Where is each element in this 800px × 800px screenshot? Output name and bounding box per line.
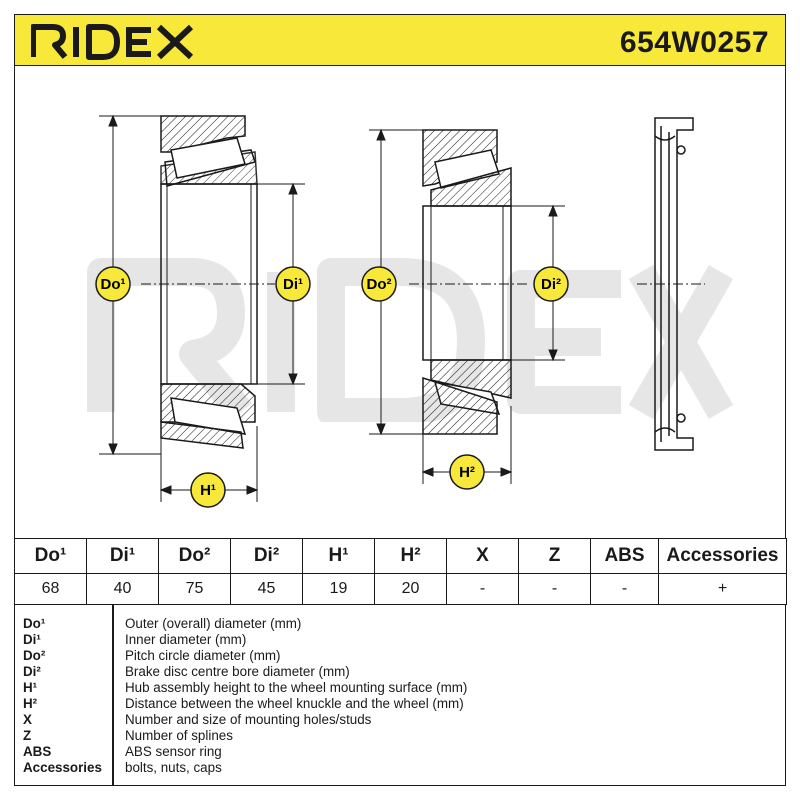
badge-di2: Di² — [533, 266, 569, 302]
spec-table: Do¹ Di¹ Do² Di² H¹ H² X Z ABS Accessorie… — [14, 538, 787, 605]
spec-header: Di² — [230, 538, 303, 574]
legend-desc: ABS sensor ring — [125, 744, 222, 759]
legend-item: ABS ABS sensor ring — [15, 744, 787, 760]
badge-do1-label: Do¹ — [101, 276, 126, 293]
seal-section — [637, 117, 705, 451]
legend-key: ABS — [23, 744, 52, 759]
badge-h2: H² — [449, 454, 485, 490]
legend-key: H² — [23, 696, 38, 711]
spec-value: - — [446, 573, 519, 605]
badge-h1: H¹ — [190, 472, 226, 508]
technical-drawing: Do¹ Di¹ H¹ Do² Di² H² — [14, 66, 786, 538]
spec-value: 40 — [86, 573, 159, 605]
spec-header: Accessories — [658, 538, 787, 574]
spec-value: 75 — [158, 573, 231, 605]
legend-item: Di² Brake disc centre bore diameter (mm) — [15, 664, 787, 680]
dimension-h1 — [159, 426, 259, 502]
bearing-1-section — [160, 115, 258, 449]
legend-desc: Number of splines — [125, 728, 233, 743]
spec-value: 45 — [230, 573, 303, 605]
legend-desc: Distance between the wheel knuckle and t… — [125, 696, 464, 711]
badge-di2-label: Di² — [541, 276, 561, 293]
legend-desc: Outer (overall) diameter (mm) — [125, 616, 302, 631]
legend-key: Do¹ — [23, 616, 46, 631]
part-number: 654W0257 — [619, 26, 769, 59]
spec-header: Z — [518, 538, 591, 574]
legend-item: Di¹ Inner diameter (mm) — [15, 632, 787, 648]
badge-do2-label: Do² — [367, 276, 392, 293]
spec-header: H² — [374, 538, 447, 574]
spec-header: Do² — [158, 538, 231, 574]
legend-key: H¹ — [23, 680, 38, 695]
legend: Do¹ Outer (overall) diameter (mm) Di¹ In… — [14, 604, 786, 786]
badge-di1-label: Di¹ — [283, 276, 303, 293]
spec-header: H¹ — [302, 538, 375, 574]
legend-item: X Number and size of mounting holes/stud… — [15, 712, 787, 728]
spec-header: X — [446, 538, 519, 574]
badge-do1: Do¹ — [95, 266, 131, 302]
header-bar: 654W0257 — [14, 14, 786, 66]
legend-desc: Hub assembly height to the wheel mountin… — [125, 680, 468, 695]
legend-desc: Brake disc centre bore diameter (mm) — [125, 664, 350, 679]
legend-item: Do² Pitch circle diameter (mm) — [15, 648, 787, 664]
legend-key: Do² — [23, 648, 46, 663]
legend-item: H¹ Hub assembly height to the wheel moun… — [15, 680, 787, 696]
spec-value: 68 — [14, 573, 87, 605]
legend-desc: bolts, nuts, caps — [125, 760, 222, 775]
spec-table-header-row: Do¹ Di¹ Do² Di² H¹ H² X Z ABS Accessorie… — [14, 538, 787, 574]
spec-header: Di¹ — [86, 538, 159, 574]
badge-h2-label: H² — [459, 464, 475, 481]
legend-divider — [112, 605, 114, 785]
bearing-2-section — [422, 129, 512, 435]
legend-item: H² Distance between the wheel knuckle an… — [15, 696, 787, 712]
legend-desc: Pitch circle diameter (mm) — [125, 648, 281, 663]
legend-key: Di² — [23, 664, 41, 679]
badge-h1-label: H¹ — [200, 482, 216, 499]
legend-key: Di¹ — [23, 632, 41, 647]
spec-header: ABS — [590, 538, 659, 574]
spec-value: 19 — [302, 573, 375, 605]
ridex-logo — [31, 24, 194, 60]
spec-value: - — [518, 573, 591, 605]
badge-di1: Di¹ — [275, 266, 311, 302]
legend-desc: Inner diameter (mm) — [125, 632, 247, 647]
legend-desc: Number and size of mounting holes/studs — [125, 712, 372, 727]
badge-do2: Do² — [361, 266, 397, 302]
bearing-drawing: Do¹ Di¹ H¹ Do² Di² H² — [95, 114, 705, 508]
legend-key: X — [23, 712, 32, 727]
spec-value: 20 — [374, 573, 447, 605]
legend-item: Accessories bolts, nuts, caps — [15, 760, 787, 776]
spec-value: - — [590, 573, 659, 605]
legend-key: Z — [23, 728, 32, 743]
spec-table-value-row: 68 40 75 45 19 20 - - - + — [14, 573, 787, 605]
legend-item: Do¹ Outer (overall) diameter (mm) — [15, 616, 787, 632]
legend-item: Z Number of splines — [15, 728, 787, 744]
spec-header: Do¹ — [14, 538, 87, 574]
legend-key: Accessories — [23, 760, 102, 775]
spec-value: + — [658, 573, 787, 605]
